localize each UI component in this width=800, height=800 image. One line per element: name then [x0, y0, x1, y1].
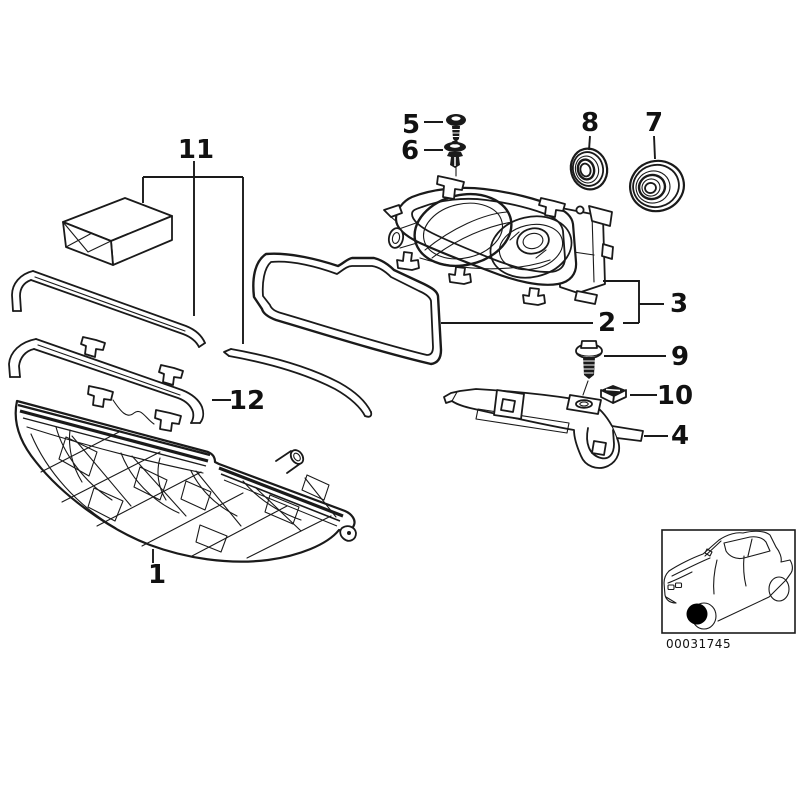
lens-tip-ear [339, 525, 357, 542]
vehicle-inset: 00031745 [661, 529, 796, 651]
part-7-cap-drawing [629, 159, 685, 213]
part-2-gasket-drawing [252, 252, 443, 366]
leader-11-bracket [142, 161, 244, 344]
callout-label-12: 12 [229, 386, 265, 416]
part-11-repair-kit-box-drawing [62, 197, 173, 266]
callout-label-3: 3 [670, 289, 688, 319]
strip-clip-glyph [80, 336, 106, 358]
callout-leader-lines [142, 121, 668, 563]
leader-7 [653, 135, 656, 160]
callout-label-11: 11 [178, 135, 214, 165]
part-5-screw-drawing [446, 114, 466, 142]
callout-label-1: 1 [148, 560, 166, 590]
callout-label-9: 9 [671, 342, 689, 372]
leader-3-bracket [603, 280, 664, 323]
part-3-housing-drawing [383, 166, 614, 306]
lens-stub-cylinder [275, 449, 305, 474]
part-12-trim-strip-drawing [8, 336, 205, 424]
trim-strip-small-drawing [223, 348, 373, 418]
lens-cable [112, 399, 155, 425]
callout-label-7: 7 [645, 108, 663, 138]
headlight-location-marker [686, 603, 708, 625]
vehicle-thumbnail [663, 530, 793, 630]
callout-label-2: 2 [598, 308, 616, 338]
callout-labels: 1 2 3 4 5 6 7 8 9 10 11 12 [148, 108, 693, 590]
callout-label-8: 8 [581, 108, 599, 138]
callout-label-4: 4 [671, 421, 689, 451]
lens-texture-lines [30, 426, 337, 559]
leader-8 [588, 135, 591, 151]
part-4-bracket-drawing [443, 388, 644, 469]
part-9-screw-drawing [575, 340, 603, 396]
callout-label-6: 6 [401, 136, 419, 166]
part-1-lens-drawing [14, 385, 357, 563]
part-8-cap-drawing [569, 147, 609, 191]
lens-clip-glyph [154, 409, 182, 432]
part-6-rivet-drawing [444, 140, 466, 168]
bulb-holder [516, 227, 550, 255]
inset-image-code: 00031745 [666, 637, 731, 651]
lens-top-rail [17, 403, 344, 527]
callout-label-10: 10 [657, 381, 693, 411]
strip-clip-glyph [158, 364, 184, 386]
lens-clip-glyph [87, 385, 114, 408]
part-10-clip-nut-drawing [600, 385, 627, 404]
callout-label-5: 5 [402, 110, 420, 140]
trim-strip-upper-drawing [11, 270, 206, 348]
